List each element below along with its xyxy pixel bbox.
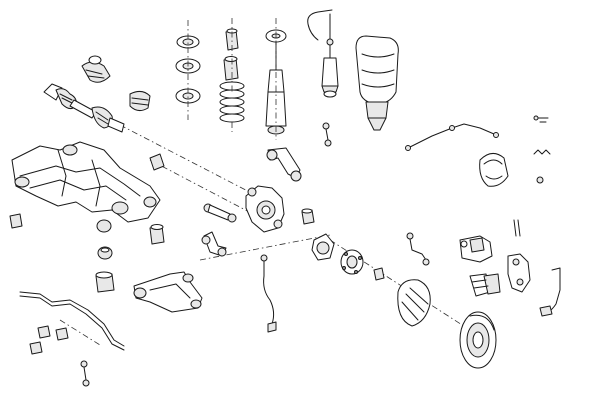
- stabilizer-bushing: [29, 325, 69, 355]
- shock-absorber-with-sensor: [307, 9, 339, 98]
- stabilizer-link: [80, 360, 90, 387]
- pad-wear-sensor: [539, 267, 561, 317]
- abs-sensor-cable: [260, 254, 277, 333]
- drive-shaft: [43, 83, 125, 133]
- caliper-bolts: [533, 115, 549, 121]
- rubber-boot: [129, 90, 151, 112]
- cv-boot-kit: [81, 55, 111, 83]
- small-bushing: [301, 208, 315, 225]
- brake-spring-kit: [513, 121, 551, 237]
- hub-nut: [373, 267, 385, 281]
- strut-mount-cup: [95, 271, 115, 293]
- toe-link: [203, 203, 237, 223]
- height-sensor-link: [322, 122, 332, 147]
- stabilizer-bar: [19, 291, 125, 351]
- subframe-bushings: [97, 153, 165, 260]
- shock-absorber: [265, 18, 287, 140]
- brake-dust-shield: [397, 279, 431, 327]
- bump-stop-pair: [223, 18, 239, 92]
- lower-control-arm: [133, 271, 203, 313]
- brake-hose: [406, 232, 430, 266]
- brake-disc: [459, 311, 497, 369]
- coil-spring: [219, 81, 245, 132]
- parking-brake-cable: [405, 123, 499, 151]
- wheel-bearing-hub: [311, 233, 364, 275]
- air-spring-strut: [355, 35, 399, 131]
- upper-control-arm: [266, 147, 302, 182]
- subframe-bushing-left: [9, 213, 23, 229]
- brake-caliper-carrier: [507, 253, 531, 293]
- parking-brake-shoes: [479, 153, 509, 187]
- wheel-carrier: [245, 185, 285, 233]
- rear-subframe: [11, 141, 161, 233]
- strut-mount-stack: [175, 20, 201, 120]
- lower-link-bracket: [201, 231, 227, 257]
- brake-pad-set: [469, 273, 501, 297]
- brake-caliper: [459, 235, 493, 263]
